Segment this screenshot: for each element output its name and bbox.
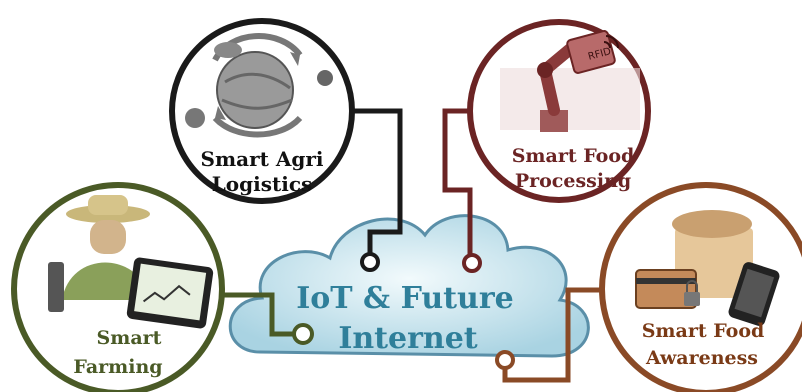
central-cloud: IoT & Future Internet: [228, 214, 590, 358]
node-farming-line2: Farming: [73, 356, 162, 378]
farmer-tablet-icon: [48, 195, 214, 329]
shopping-bag-icon: [635, 210, 780, 326]
node-smart-farming: Smart Farming: [11, 182, 225, 392]
node-smart-food-processing: RFID Smart Food Processing: [467, 19, 651, 203]
node-smart-food-awareness: Smart Food Awareness: [599, 182, 802, 392]
node-food-processing-line2: Processing: [515, 170, 631, 192]
cloud-title-line1: IoT & Future: [296, 281, 514, 316]
cloud-title-line2: Internet: [338, 321, 477, 356]
node-farming-line1: Smart: [97, 327, 162, 349]
connector-farming: [224, 292, 314, 345]
connector-food-processing: [442, 108, 490, 273]
connector-food-awareness: [495, 287, 610, 383]
node-agri-logistics-line2: Logistics: [212, 172, 313, 196]
node-smart-agri-logistics: Smart Agri Logistics: [169, 18, 355, 204]
node-food-awareness-line1: Smart Food: [642, 320, 765, 342]
connector-agri-logistics: [352, 108, 403, 272]
node-food-awareness-line2: Awareness: [645, 347, 758, 369]
node-agri-logistics-line1: Smart Agri: [201, 147, 324, 171]
robot-arm-icon: RFID: [500, 30, 640, 132]
node-food-processing-line1: Smart Food: [512, 145, 635, 167]
globe-logistics-icon: [185, 33, 333, 138]
